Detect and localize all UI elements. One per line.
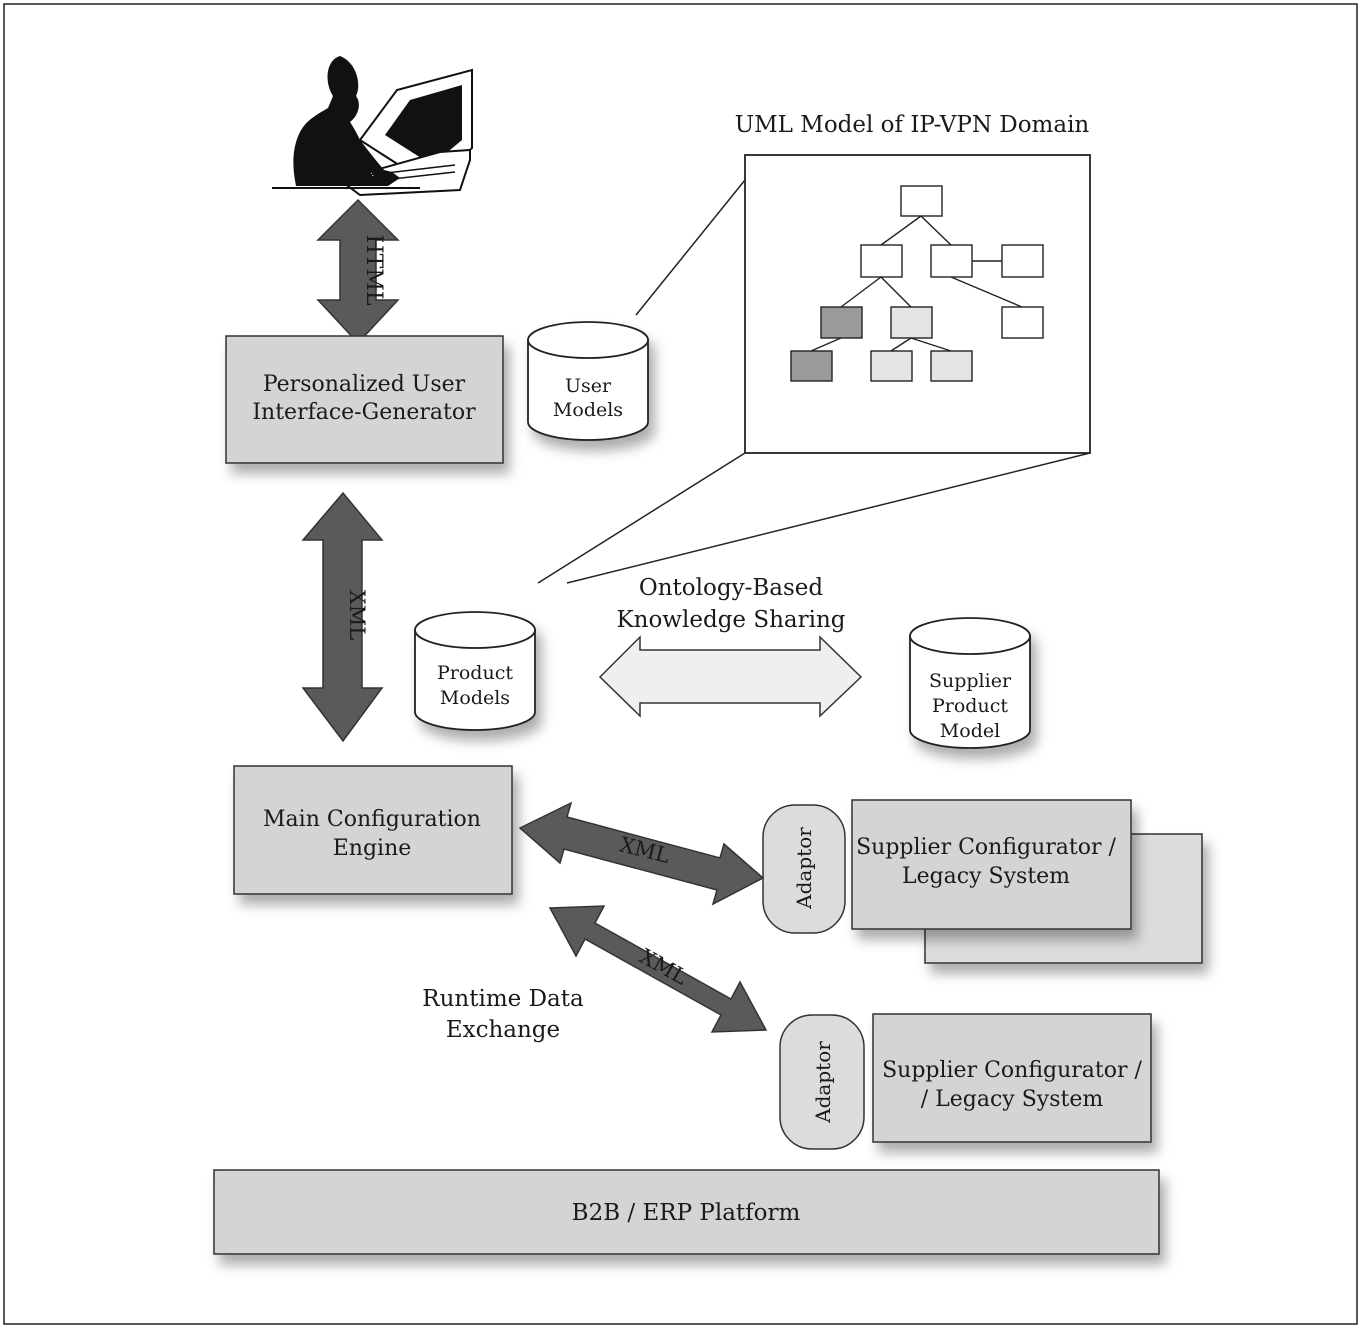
html-arrow-label: HTML	[361, 235, 386, 306]
xml-vertical-label: XML	[345, 590, 369, 640]
uml-node	[1001, 244, 1044, 278]
product-models-line1: Product	[437, 662, 513, 684]
uml-tree	[790, 185, 1044, 382]
main-engine-line1: Main Configuration	[263, 807, 481, 832]
uml-node	[860, 244, 903, 278]
uml-node	[930, 244, 973, 278]
ui-generator-line2: Interface-Generator	[252, 400, 476, 425]
supplier-system-1-line1: Supplier Configurator /	[856, 835, 1116, 860]
supplier-system-2-box	[872, 1013, 1152, 1143]
ui-generator-box	[225, 335, 504, 464]
adaptor-1-box	[762, 804, 846, 934]
xml-arrow-supplier-1	[518, 801, 765, 906]
uml-node	[890, 306, 933, 339]
product-models-cylinder	[414, 611, 536, 731]
person-at-laptop-icon	[272, 56, 473, 197]
supplier-system-1-box	[851, 799, 1132, 930]
supplier-system-2-line1: Supplier Configurator /	[882, 1058, 1142, 1083]
main-engine-line2: Engine	[333, 836, 412, 861]
ontology-line1: Ontology-Based	[639, 575, 823, 601]
adaptor-2-label: Adaptor	[811, 1041, 835, 1124]
supplier-product-model-line1: Supplier	[929, 670, 1012, 692]
uml-node	[790, 350, 833, 382]
uml-zoom-lines	[537, 179, 1091, 584]
user-models-line2: Models	[553, 399, 623, 421]
user-models-line1: User	[565, 375, 612, 397]
outer-frame	[3, 3, 1358, 1325]
uml-node	[1001, 306, 1044, 339]
b2b-platform-bar	[213, 1169, 1160, 1255]
adaptor-1-label: Adaptor	[792, 827, 816, 910]
uml-title: UML Model of IP-VPN Domain	[735, 112, 1090, 138]
xml-vertical-arrow	[301, 491, 384, 743]
main-engine-box	[233, 765, 513, 895]
supplier-system-1-line2: Legacy System	[902, 864, 1070, 889]
b2b-platform-label: B2B / ERP Platform	[572, 1200, 801, 1226]
supplier-product-model-line3: Model	[940, 720, 1000, 742]
adaptor-2-box	[779, 1014, 865, 1150]
product-models-line2: Models	[440, 687, 510, 709]
supplier-product-model-cylinder	[909, 617, 1031, 749]
supplier-system-2-line2: / Legacy System	[921, 1087, 1104, 1112]
runtime-line1: Runtime Data	[422, 986, 584, 1012]
user-models-cylinder	[527, 321, 649, 441]
ontology-arrow	[598, 635, 863, 718]
ui-generator-line1: Personalized User	[263, 372, 466, 397]
uml-node	[900, 185, 943, 217]
xml-arrow-supplier-2	[548, 905, 768, 1033]
uml-node	[930, 350, 973, 382]
uml-node	[820, 306, 863, 339]
ontology-line2: Knowledge Sharing	[616, 607, 845, 633]
uml-node	[870, 350, 913, 382]
supplier-product-model-line2: Product	[932, 695, 1008, 717]
runtime-line2: Exchange	[446, 1017, 560, 1043]
